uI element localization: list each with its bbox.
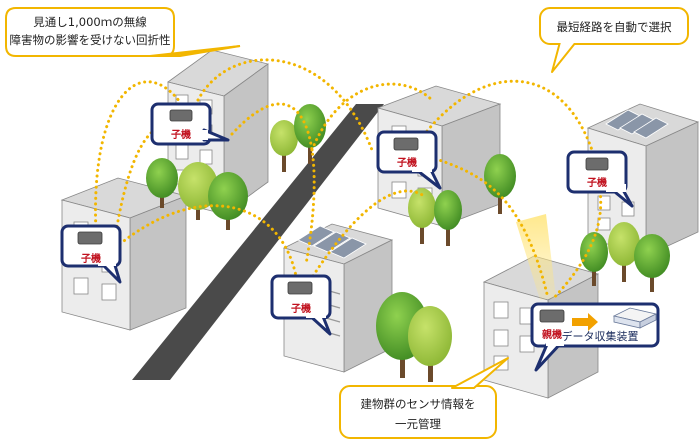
parent-node-label: 親機: [542, 328, 562, 341]
device-icon: [77, 231, 103, 245]
mesh-links: [94, 58, 603, 302]
callout-top-left-line1: 見通し1,000ｍの無線: [33, 15, 147, 29]
solar-panels-d: [605, 109, 669, 139]
child-node-b-label: 子機: [81, 252, 101, 265]
child-node-b: 子機: [60, 224, 122, 284]
child-node-a-label: 子機: [171, 128, 191, 141]
child-node-e-label: 子機: [291, 302, 311, 315]
tree-group-center: [408, 154, 516, 246]
child-node-c: 子機: [376, 130, 442, 190]
child-node-a: 子機: [150, 102, 230, 146]
parent-node: 親機 データ収集装置: [530, 302, 660, 372]
callout-bottom-center-line1: 建物群のセンサ情報を: [361, 397, 476, 411]
road: [132, 104, 384, 380]
callout-top-right: 最短経路を自動で選択: [539, 7, 689, 73]
device-icon: [393, 137, 419, 151]
child-node-d-label: 子機: [587, 176, 607, 189]
collector-device-icon: [612, 307, 658, 329]
device-icon: [539, 309, 565, 323]
callout-top-right-line1: 最短経路を自動で選択: [557, 20, 672, 34]
device-icon: [287, 281, 313, 295]
callout-top-left-line2: 障害物の影響を受けない回折性: [10, 33, 171, 47]
collector-label: データ収集装置: [562, 329, 639, 343]
callout-bottom-center-line2: 一元管理: [395, 417, 441, 431]
callout-top-left: 見通し1,000ｍの無線 障害物の影響を受けない回折性: [5, 7, 241, 57]
callout-bottom-center: 建物群のセンサ情報を 一元管理: [339, 357, 509, 439]
child-node-d: 子機: [566, 150, 634, 208]
device-icon: [169, 109, 193, 122]
tree-group-right: [580, 222, 670, 292]
solar-panels-e: [297, 225, 367, 259]
arrow-right-icon: [572, 313, 598, 331]
device-icon: [585, 157, 609, 171]
child-node-e: 子機: [270, 274, 332, 336]
tree-group-left: [146, 104, 326, 230]
tree-group-bottom: [376, 292, 452, 382]
child-node-c-label: 子機: [397, 156, 417, 169]
